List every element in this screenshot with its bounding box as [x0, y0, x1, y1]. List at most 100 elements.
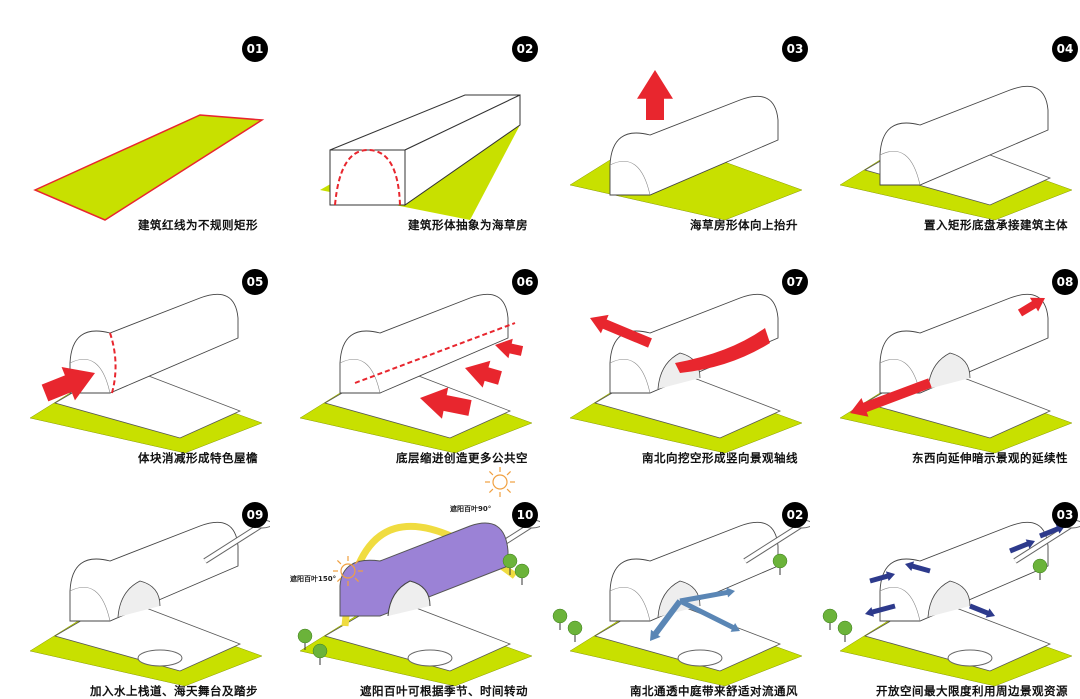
- step-caption: 置入矩形底盘承接建筑主体: [924, 218, 1068, 232]
- vault-edge: [69, 358, 111, 394]
- step-caption: 开放空间最大限度利用周边景观资源: [876, 684, 1068, 698]
- push-arrow-icon: [41, 366, 95, 402]
- building-vault: [879, 293, 1049, 394]
- vault-edge: [879, 586, 921, 622]
- vault-edge: [879, 150, 921, 186]
- hollow-opening: [927, 352, 971, 390]
- arrow-icon: [495, 338, 524, 359]
- view-arrow-icon: [1039, 524, 1065, 539]
- panel-drawing: [569, 293, 803, 454]
- site-redline: [33, 114, 265, 221]
- louver-roof: [339, 522, 509, 617]
- step-number-badge: 03: [782, 36, 808, 62]
- sun-ray: [488, 488, 494, 494]
- step-caption: 海草房形体向上抬升: [690, 218, 798, 232]
- axis-curve-arrow: [675, 328, 770, 373]
- sun-ray: [354, 559, 360, 565]
- steps: [137, 649, 183, 667]
- panel-drawing: [29, 293, 263, 454]
- panel-drawing: [320, 94, 521, 220]
- step-caption: 体块消减形成特色屋檐: [138, 451, 258, 465]
- arrow-icon: [420, 387, 472, 419]
- view-arrow-icon: [865, 603, 896, 617]
- hollow-opening: [117, 580, 161, 618]
- panel-6: 06 底层缩进创造更多公共空: [270, 233, 540, 466]
- steps: [407, 649, 453, 667]
- boardwalk-top: [1013, 524, 1072, 563]
- building-vault: [609, 293, 779, 394]
- box-side: [404, 94, 521, 206]
- panel-12: 03 开放空间最大限度利用周边景观资源: [810, 466, 1080, 699]
- step-number-badge: 02: [782, 502, 808, 528]
- box-front: [329, 149, 406, 206]
- tree-icon: [1032, 558, 1048, 574]
- panel-drawing: [839, 293, 1073, 454]
- wind-arrow-icon: [679, 587, 735, 604]
- sun-ray: [354, 577, 360, 583]
- step-number-badge: 04: [1052, 36, 1078, 62]
- building-vault: [879, 85, 1049, 186]
- view-arrow-icon: [1009, 539, 1035, 554]
- panel-drawing: [569, 70, 803, 221]
- sun-ray: [506, 488, 512, 494]
- panel-8: 08 东西向延伸暗示景观的延续性: [810, 233, 1080, 466]
- vault-edge: [609, 586, 651, 622]
- panel-drawing: [299, 293, 533, 454]
- arrow-icon: [850, 378, 932, 417]
- sun-ray: [488, 470, 494, 476]
- recess-line: [354, 322, 516, 384]
- panel-drawing: [822, 519, 1080, 687]
- arrow-icon: [465, 360, 502, 388]
- step-caption: 东西向延伸暗示景观的延续性: [912, 451, 1068, 465]
- vault-outline: [334, 148, 401, 206]
- panel-drawing: [839, 85, 1073, 221]
- tree-icon: [297, 628, 313, 644]
- wind-arrow-icon: [650, 599, 683, 641]
- up-arrow-icon: [637, 70, 673, 120]
- sun-icon: [340, 563, 356, 579]
- sun-ray: [506, 470, 512, 476]
- panel-5: 05 体块消减形成特色屋檐: [0, 233, 270, 466]
- hollow-opening: [927, 580, 971, 618]
- sun-icon: [492, 474, 508, 490]
- sun-ray: [336, 577, 342, 583]
- tree-icon: [822, 608, 838, 624]
- step-number-badge: 06: [512, 269, 538, 295]
- wind-arrow-icon: [678, 598, 740, 632]
- vault-edge: [609, 160, 651, 196]
- arrow-icon: [590, 314, 652, 348]
- step-number-badge: 08: [1052, 269, 1078, 295]
- panel-3: 03 海草房形体向上抬升: [540, 0, 810, 233]
- step-number-badge: 01: [242, 36, 268, 62]
- sun-label-90: 遮阳百叶90°: [450, 505, 492, 513]
- panel-drawing: [297, 467, 540, 687]
- arrow-icon: [1017, 297, 1045, 317]
- tree-icon: [312, 643, 328, 659]
- sun-ray: [336, 559, 342, 565]
- view-arrow-icon: [905, 561, 931, 574]
- boardwalk-top: [743, 524, 802, 563]
- tree-icon: [772, 553, 788, 569]
- boardwalk-top: [203, 524, 262, 563]
- step-number-badge: 05: [242, 269, 268, 295]
- panel-drawing: [29, 519, 270, 687]
- step-caption: 底层缩进创造更多公共空: [396, 451, 528, 465]
- tree-icon: [552, 608, 568, 624]
- panel-drawing: [33, 114, 265, 221]
- tree-icon: [567, 620, 583, 636]
- tree-icon: [514, 563, 530, 579]
- tree-icon: [502, 553, 518, 569]
- view-arrow-icon: [869, 571, 895, 584]
- building-vault: [609, 95, 779, 196]
- hollow-opening: [387, 580, 431, 617]
- step-number-badge: 03: [1052, 502, 1078, 528]
- building-vault: [339, 293, 509, 394]
- sun-label-150: 遮阳百叶150°: [290, 575, 337, 583]
- panel-drawing: [552, 519, 810, 687]
- step-number-badge: 10: [512, 502, 538, 528]
